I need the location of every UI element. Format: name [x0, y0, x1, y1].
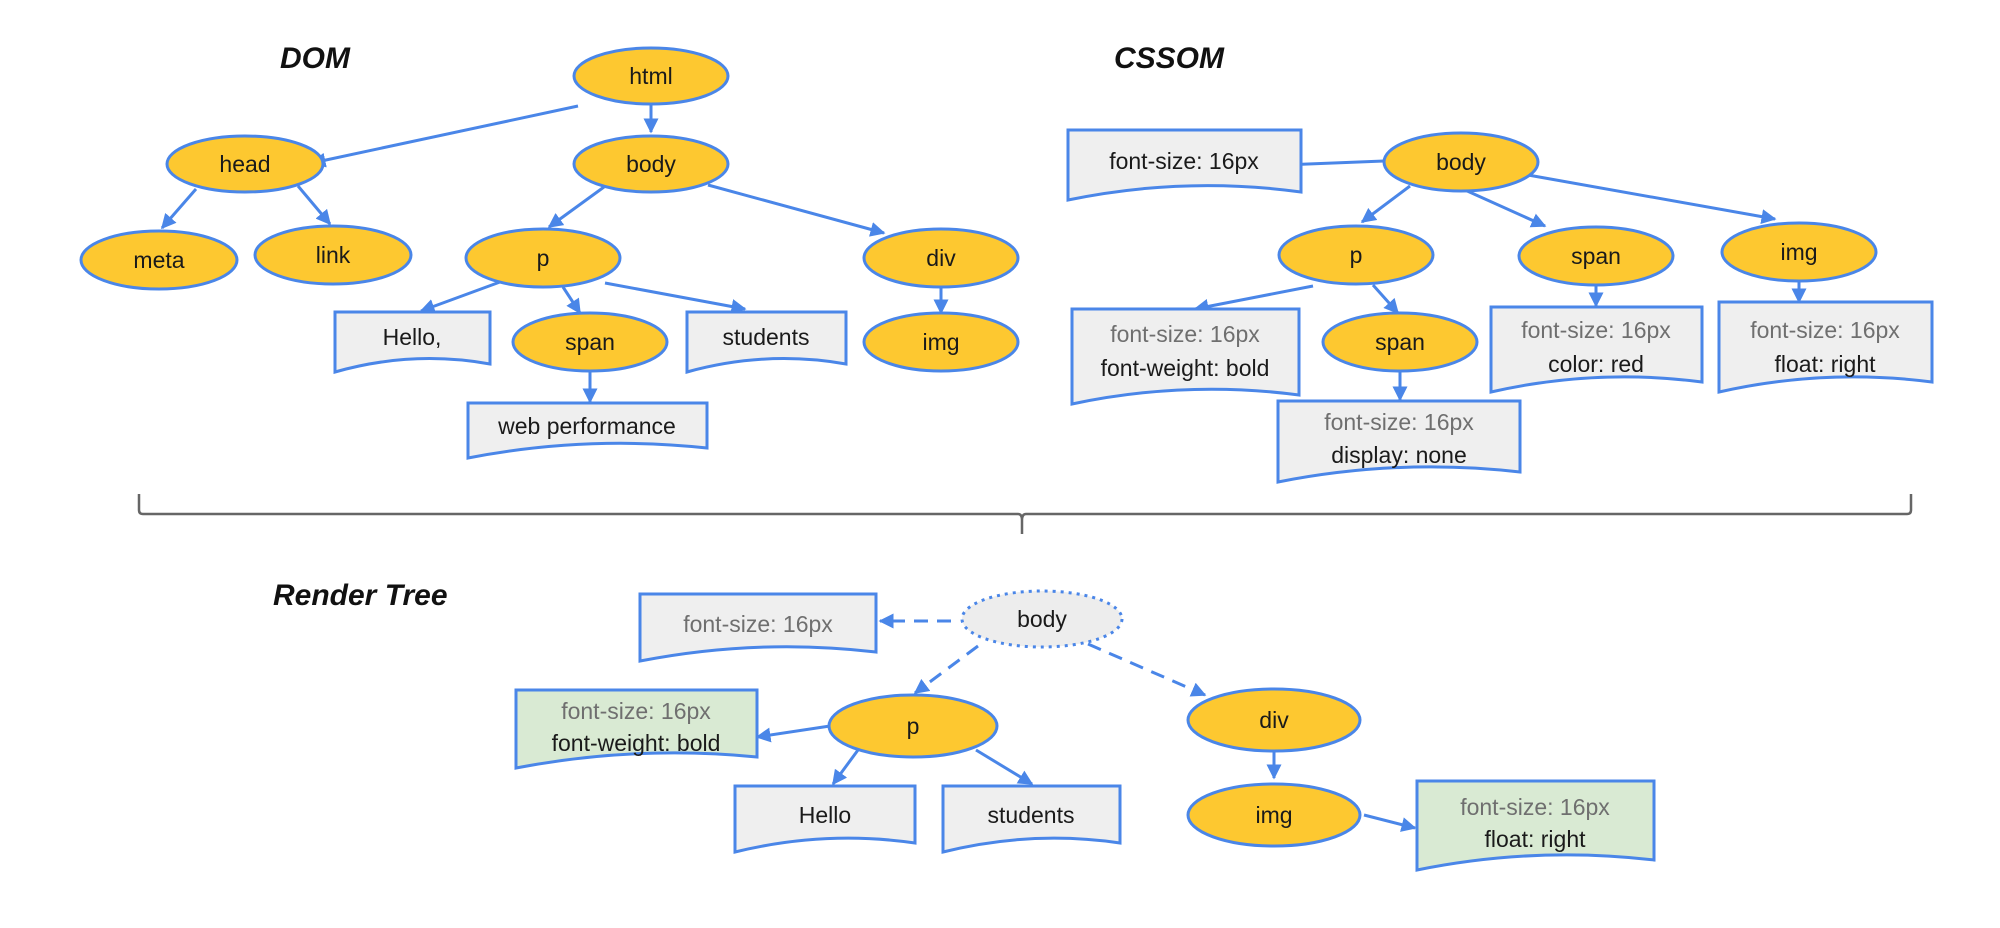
style-line-inherited: font-size: 16px [1110, 321, 1260, 347]
render-node-div: div [1186, 687, 1362, 753]
node-label: p [1350, 242, 1363, 268]
style-line-inherited: font-size: 16px [683, 611, 833, 637]
dom-node-p: p [464, 227, 622, 289]
node-label: div [926, 245, 956, 271]
node-label: link [316, 242, 351, 268]
node-label: body [1436, 149, 1486, 175]
render-text-hello: Hello [733, 784, 917, 854]
dom-node-div: div [862, 227, 1020, 289]
dom-title: DOM [280, 42, 351, 75]
cssom-span-top-styles-box: font-size: 16px color: red [1489, 305, 1704, 394]
node-label: span [1571, 243, 1621, 269]
cssom-title: CSSOM [1114, 42, 1225, 75]
node-label: div [1259, 707, 1289, 733]
render-p-styles-box: font-size: 16px font-weight: bold [514, 688, 759, 770]
cssom-img-styles-box: font-size: 16px float: right [1717, 300, 1934, 394]
dom-node-img: img [862, 311, 1020, 373]
dom-text-web-performance: web performance [466, 401, 709, 460]
text-node-label: students [723, 324, 810, 350]
dom-node-html: html [572, 46, 730, 106]
render-edge-body-p [913, 644, 979, 695]
render-edge-body-div [1087, 642, 1207, 697]
cssom-body-styles-box: font-size: 16px [1066, 128, 1303, 202]
cssom-node-body: body [1382, 131, 1540, 193]
text-node-label: web performance [497, 413, 676, 439]
dom-edge-p-span [561, 286, 582, 315]
style-line: display: none [1331, 442, 1467, 468]
cssom-edge-p-styles [1193, 284, 1314, 314]
render-edge-p-hello [831, 749, 860, 786]
cssom-node-span-top: span [1517, 225, 1675, 287]
cssom-p-styles-box: font-size: 16px font-weight: bold [1070, 307, 1301, 406]
node-label: meta [133, 247, 184, 273]
style-line: font-weight: bold [552, 730, 721, 756]
render-node-img: img [1186, 782, 1362, 848]
dom-edge-html-head [310, 104, 579, 168]
node-label: p [537, 245, 550, 271]
style-line-inherited: font-size: 16px [561, 698, 711, 724]
render-img-styles-box: font-size: 16px float: right [1415, 779, 1656, 872]
render-edge-img-styles [1363, 813, 1417, 832]
style-line: font-weight: bold [1101, 355, 1270, 381]
cssom-span-nested-styles-box: font-size: 16px display: none [1276, 399, 1522, 484]
render-node-body: body [960, 589, 1124, 649]
text-node-label: Hello [799, 802, 851, 828]
render-edge-p-students [975, 748, 1034, 786]
style-line-inherited: font-size: 16px [1521, 317, 1671, 343]
node-label: p [907, 713, 920, 739]
style-line: color: red [1548, 351, 1644, 377]
dom-edge-head-link [296, 185, 332, 226]
style-line: float: right [1775, 351, 1877, 377]
style-line-inherited: font-size: 16px [1460, 794, 1610, 820]
dom-node-body: body [572, 134, 730, 194]
dom-edge-p-students [604, 281, 747, 314]
render-tree-title: Render Tree [273, 579, 448, 612]
cssom-node-span-nested: span [1321, 311, 1479, 373]
style-line: float: right [1485, 826, 1587, 852]
dom-text-hello: Hello, [333, 310, 492, 374]
dom-node-head: head [165, 134, 325, 194]
style-line-inherited: font-size: 16px [1750, 317, 1900, 343]
cssom-edge-p-span [1371, 284, 1400, 315]
cssom-edge-body-p [1360, 184, 1411, 224]
node-label: img [922, 329, 959, 355]
dom-node-link: link [253, 224, 413, 286]
node-label: body [1017, 606, 1067, 632]
style-line-inherited: font-size: 16px [1324, 409, 1474, 435]
dom-node-meta: meta [79, 229, 239, 291]
dom-edge-head-meta [160, 188, 198, 230]
dom-edges [160, 104, 949, 404]
text-node-label: students [988, 802, 1075, 828]
merge-brace [137, 494, 1913, 534]
dom-edge-p-hello [419, 280, 501, 314]
dom-node-span: span [511, 311, 669, 373]
dom-edge-body-p [547, 185, 605, 229]
node-label: span [565, 329, 615, 355]
node-label: html [629, 63, 672, 89]
render-text-students: students [941, 784, 1122, 854]
node-label: body [626, 151, 676, 177]
style-line: font-size: 16px [1109, 148, 1259, 174]
cssom-edge-body-span [1464, 188, 1547, 228]
render-edge-p-styles [755, 724, 831, 743]
dom-text-students: students [685, 310, 848, 374]
render-tree-edges [755, 613, 1417, 832]
render-node-p: p [827, 693, 999, 759]
cssom-edge-body-img [1527, 173, 1777, 225]
node-label: head [219, 151, 270, 177]
cssom-node-p: p [1277, 224, 1435, 286]
node-label: img [1255, 802, 1292, 828]
render-body-styles-box: font-size: 16px [638, 592, 878, 663]
node-label: span [1375, 329, 1425, 355]
text-node-label: Hello, [383, 324, 442, 350]
node-label: img [1780, 239, 1817, 265]
dom-edge-body-div [707, 183, 886, 237]
cssom-node-img: img [1720, 221, 1878, 283]
